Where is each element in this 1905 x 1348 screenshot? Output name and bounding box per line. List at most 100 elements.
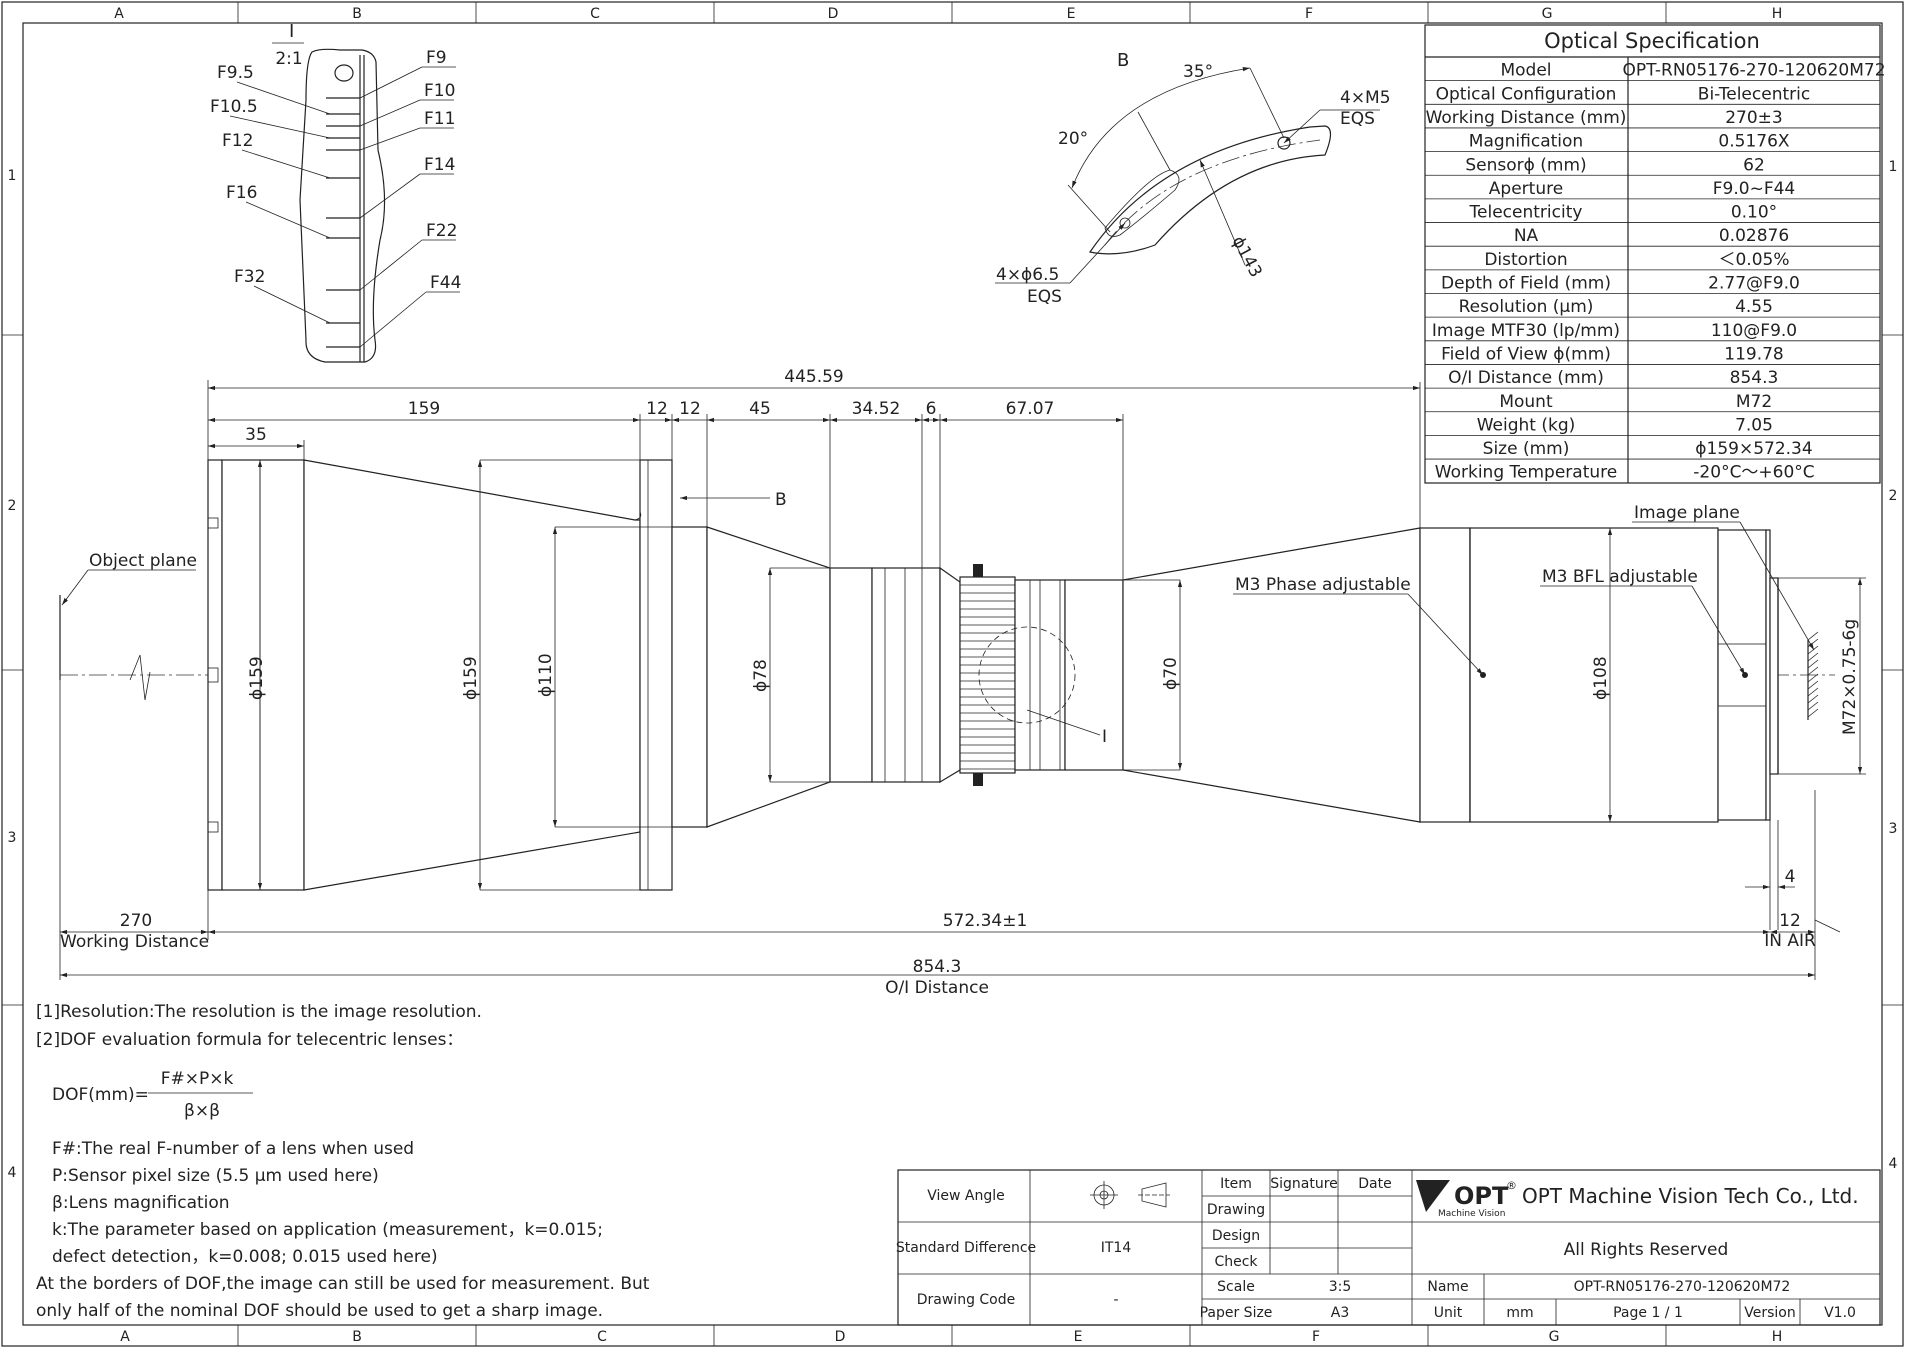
formula-denominator: β×β (184, 1101, 220, 1121)
dim-159: 159 (408, 399, 440, 419)
date-header: Date (1358, 1176, 1391, 1192)
fstop-right-label: F11 (424, 109, 455, 129)
def-pixel: P:Sensor pixel size (5.5 μm used here) (52, 1166, 379, 1186)
name-label: Name (1427, 1279, 1468, 1295)
dim-6: 6 (926, 399, 937, 419)
spec-value: 2.77@F9.0 (1708, 274, 1800, 294)
svg-text:OPT: OPT (1454, 1182, 1509, 1210)
dim-12a: 12 (646, 399, 668, 419)
dia-70: ϕ70 (1161, 657, 1181, 690)
col-label-top: D (828, 6, 839, 22)
def-fnumber: F#:The real F-number of a lens when used (52, 1139, 414, 1159)
spec-label: Resolution (μm) (1459, 297, 1594, 317)
dia-143: ϕ143 (1228, 233, 1266, 281)
drawing-code-label: Drawing Code (917, 1292, 1016, 1308)
dia-159-a: ϕ159 (247, 656, 267, 700)
dim-854-3: 854.3 (913, 957, 962, 977)
detail-i-scale: 2:1 (275, 49, 302, 69)
spec-value: 110@F9.0 (1711, 321, 1797, 341)
spec-label: Magnification (1469, 132, 1583, 152)
spec-label: Image MTF30 (lp/mm) (1432, 321, 1620, 341)
fstop-left-label: F16 (226, 183, 257, 203)
note-dof-border: At the borders of DOF,the image can stil… (36, 1274, 650, 1294)
formula-numerator: F#×P×k (161, 1069, 234, 1089)
spec-label: Size (mm) (1483, 439, 1570, 459)
page-number: Page 1 / 1 (1613, 1305, 1683, 1321)
scale-value: 3:5 (1329, 1279, 1352, 1295)
dim-12c: 12 (1779, 911, 1801, 931)
fstop-right-label: F14 (424, 155, 455, 175)
company-name: OPT Machine Vision Tech Co., Ltd. (1522, 1184, 1859, 1208)
standard-difference-label: Standard Difference (896, 1240, 1036, 1256)
unit-label: Unit (1434, 1305, 1463, 1321)
spec-label: Field of View ϕ(mm) (1441, 344, 1611, 364)
version-value: V1.0 (1824, 1305, 1856, 1321)
dim-12b: 12 (679, 399, 701, 419)
note-2: [2]DOF evaluation formula for telecentri… (36, 1030, 463, 1050)
view-angle-icon (1090, 1181, 1170, 1209)
version-label: Version (1744, 1305, 1795, 1321)
dim-45: 45 (749, 399, 771, 419)
detail-b-label: B (1117, 50, 1129, 71)
spec-value: 4.55 (1735, 297, 1773, 317)
spec-value: 0.02876 (1719, 226, 1789, 246)
object-plane-label: Object plane (89, 551, 197, 571)
spec-value: 0.5176X (1718, 132, 1789, 152)
spec-label: Telecentricity (1469, 203, 1583, 223)
note-dof-half: only half of the nominal DOF should be u… (36, 1301, 603, 1321)
i-ref-label: I (1102, 727, 1107, 747)
callouts: Object plane Image plane M3 Phase adjust… (61, 490, 1815, 747)
dimension-lines: 445.59 159 12 12 45 34.52 6 67.07 35 270… (59, 367, 1866, 998)
spec-value: 0.10° (1731, 203, 1777, 223)
dia-110: ϕ110 (536, 653, 556, 697)
col-label-bottom: H (1772, 1329, 1783, 1345)
spec-value: -20°C～+60°C (1693, 463, 1814, 483)
col-label-top: E (1067, 6, 1076, 22)
spec-value: M72 (1736, 392, 1772, 412)
spec-label: Working Temperature (1435, 463, 1617, 483)
dia-108: ϕ108 (1591, 656, 1611, 700)
thread-m72: M72×0.75-6g (1840, 619, 1860, 735)
view-angle-label: View Angle (927, 1188, 1005, 1204)
oi-distance-label: O/I Distance (885, 978, 989, 998)
row-label-left: 4 (8, 1165, 17, 1181)
name-value: OPT-RN05176-270-120620M72 (1574, 1279, 1791, 1295)
fstop-right-label: F44 (430, 273, 461, 293)
angle-35: 35° (1183, 62, 1213, 82)
col-label-top: G (1542, 6, 1553, 22)
check-row-label: Check (1214, 1254, 1258, 1270)
spec-value: OPT-RN05176-270-120620M72 (1622, 61, 1885, 81)
fstop-right-label: F22 (426, 221, 457, 241)
dim-67-07: 67.07 (1006, 399, 1055, 419)
fstop-left-label: F9.5 (217, 63, 254, 83)
spec-label: Mount (1499, 392, 1553, 412)
design-row-label: Design (1212, 1228, 1260, 1244)
row-label-right: 2 (1889, 488, 1898, 504)
spec-label: NA (1514, 226, 1539, 246)
spec-label: Aperture (1489, 179, 1563, 199)
col-label-top: F (1305, 6, 1313, 22)
item-header: Item (1220, 1176, 1252, 1192)
dim-572-34: 572.34±1 (943, 911, 1028, 931)
col-label-top: H (1772, 6, 1783, 22)
formula-lhs: DOF(mm)= (52, 1085, 149, 1105)
dia-159-b: ϕ159 (461, 656, 481, 700)
col-label-bottom: D (835, 1329, 846, 1345)
fstop-left-label: F12 (222, 131, 253, 151)
title-block: View Angle Standard Difference IT14 Draw… (896, 1169, 1881, 1326)
row-label-right: 3 (1889, 821, 1898, 837)
detail-i-label: I (289, 21, 294, 42)
col-label-top: C (590, 6, 600, 22)
spec-label: O/I Distance (mm) (1448, 368, 1604, 388)
notes: [1]Resolution:The resolution is the imag… (36, 1002, 650, 1321)
row-label-right: 1 (1889, 159, 1898, 175)
spec-table-title: Optical Specification (1544, 29, 1760, 53)
in-air-label: IN AIR (1764, 931, 1816, 951)
hole-6-5-eqs: EQS (1027, 287, 1062, 307)
spec-label: Depth of Field (mm) (1441, 274, 1611, 294)
scale-label: Scale (1217, 1279, 1255, 1295)
fstop-right-label: F10 (424, 81, 455, 101)
row-label-left: 3 (8, 830, 17, 846)
